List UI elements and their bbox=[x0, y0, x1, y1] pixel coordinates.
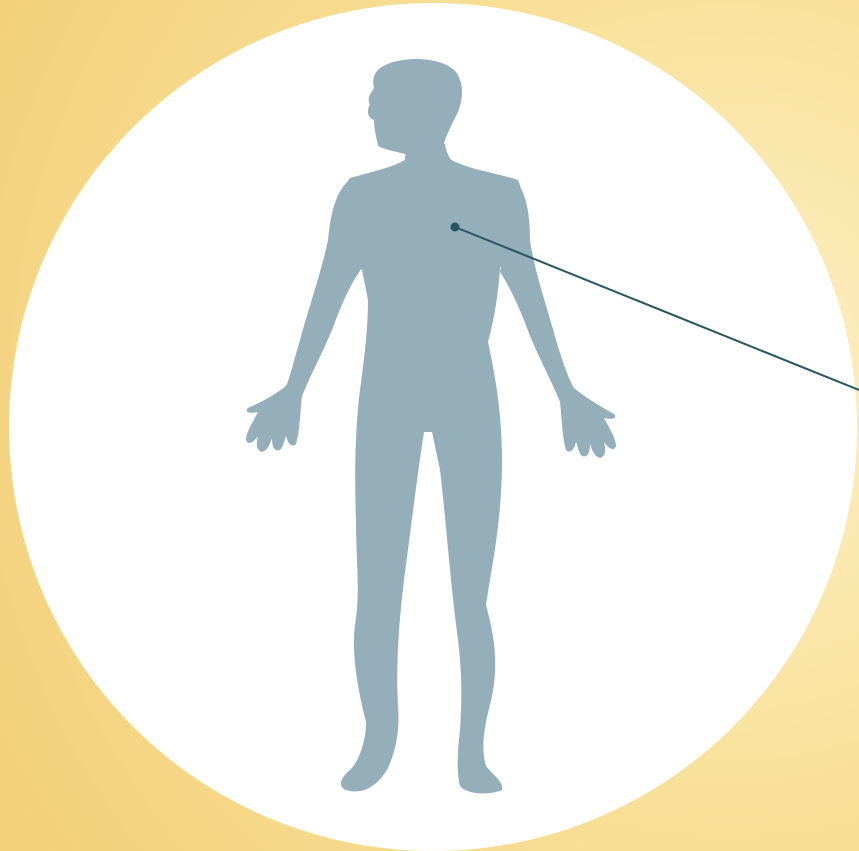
right-arm-shape bbox=[500, 180, 616, 458]
torso-legs-shape bbox=[337, 158, 524, 793]
human-body-silhouette-icon bbox=[246, 59, 616, 793]
head-shape bbox=[368, 59, 462, 154]
pointer-anchor-dot bbox=[451, 223, 460, 232]
pointer-line bbox=[455, 227, 859, 390]
left-arm-shape bbox=[246, 178, 362, 452]
